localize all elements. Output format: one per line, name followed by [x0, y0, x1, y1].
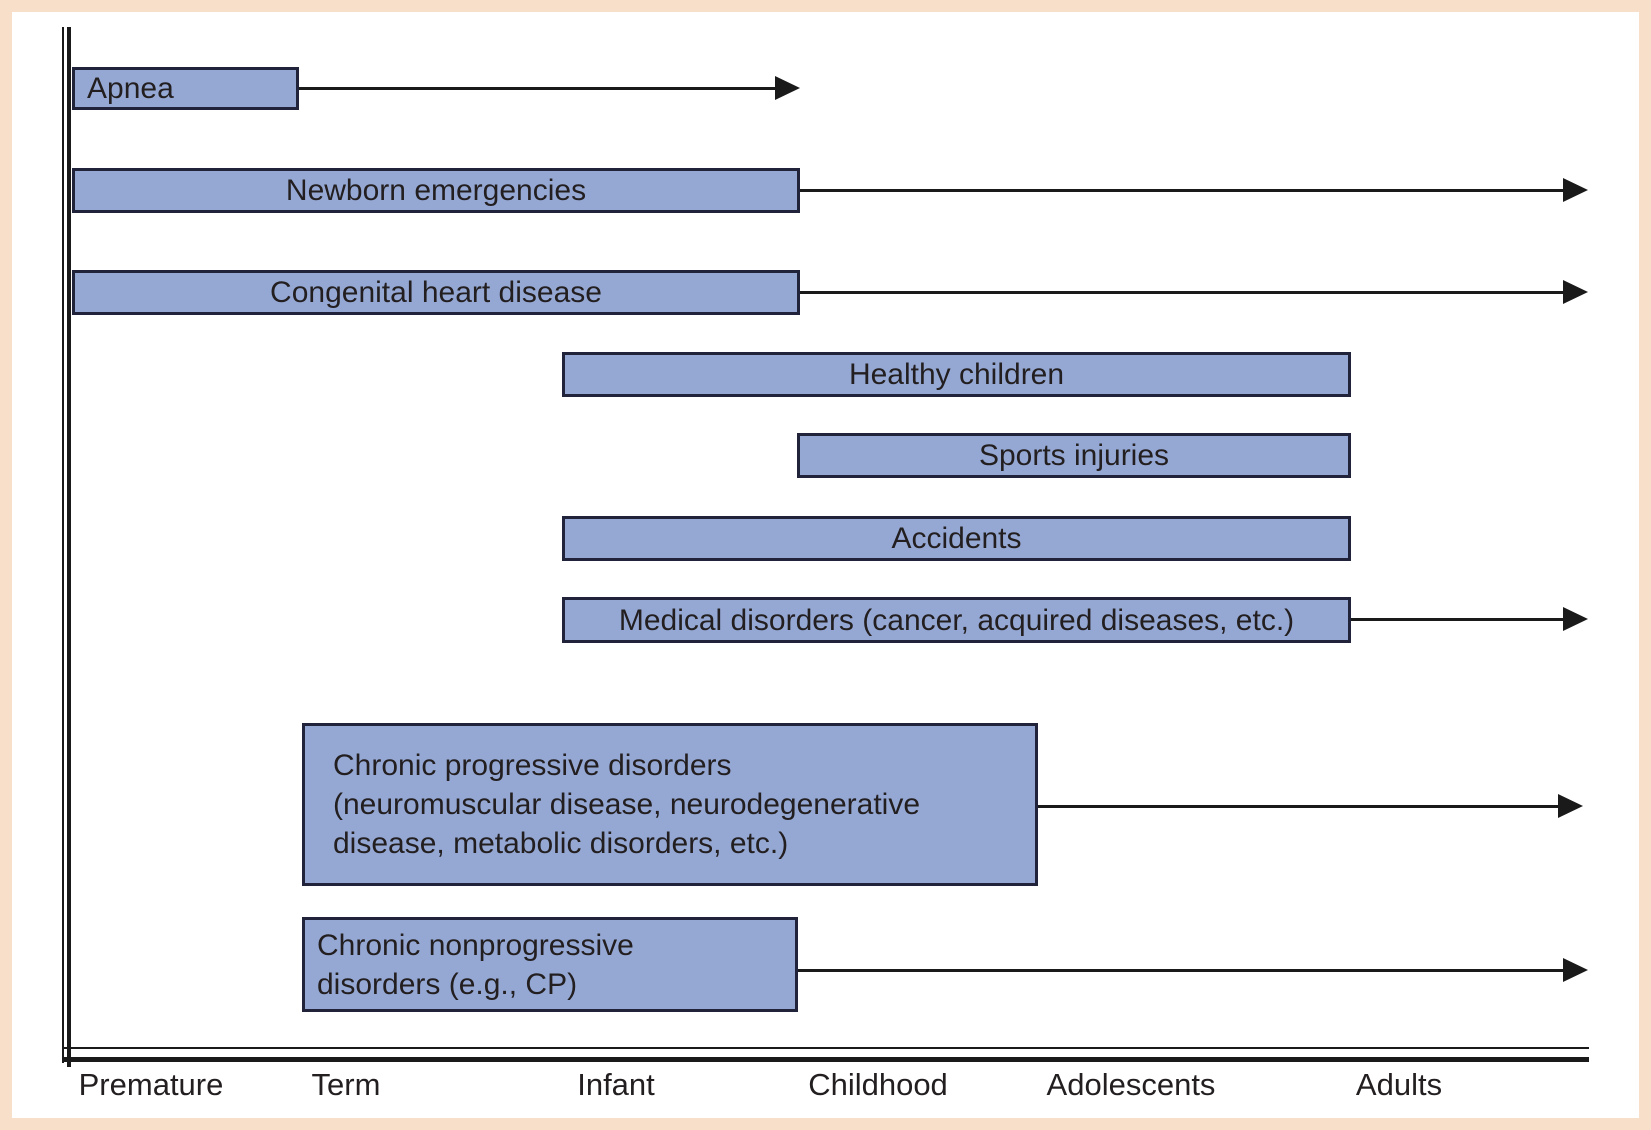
x-axis-thin-line	[62, 1047, 1589, 1049]
chronic-progressive-arrow	[1038, 794, 1583, 818]
medical-disorders-arrow	[1351, 607, 1588, 631]
bar-chronic-nonprogressive-disorders: Chronic nonprogressive disorders (e.g., …	[302, 917, 798, 1012]
x-axis-label-infant: Infant	[577, 1067, 655, 1102]
apnea-arrow	[298, 76, 800, 100]
bar-apnea: Apnea	[72, 67, 299, 110]
bar-apnea-label: Apnea	[87, 72, 174, 105]
newborn-emergencies-arrow	[800, 178, 1588, 202]
bar-sports-injuries: Sports injuries	[797, 433, 1351, 478]
bar-chronic-progressive-line-3: disease, metabolic disorders, etc.)	[333, 827, 789, 860]
bar-congenital-heart-disease-label: Congenital heart disease	[270, 276, 602, 309]
bar-chronic-progressive-line-1: Chronic progressive disorders	[333, 749, 732, 782]
congenital-heart-disease-arrow	[800, 280, 1588, 304]
bar-chronic-nonprogressive-line-2: disorders (e.g., CP)	[317, 967, 578, 1001]
bar-medical-disorders-label: Medical disorders (cancer, acquired dise…	[618, 603, 1295, 637]
bar-healthy-children: Healthy children	[562, 352, 1351, 397]
x-axis-label-adults: Adults	[1355, 1067, 1443, 1102]
bar-healthy-children-label: Healthy children	[848, 358, 1065, 391]
bar-chronic-progressive-line-2: (neuromuscular disease, neurodegenerativ…	[333, 788, 921, 821]
x-axis-label-premature: Premature	[78, 1067, 224, 1102]
x-axis-label-adolescents: Adolescents	[1046, 1067, 1216, 1102]
y-axis-thick-line	[67, 27, 71, 1067]
bar-chronic-progressive-disorders: Chronic progressive disorders (neuromusc…	[302, 723, 1038, 886]
bar-newborn-emergencies-label: Newborn emergencies	[285, 174, 587, 207]
chronic-nonprogressive-arrow	[798, 958, 1588, 982]
bar-chronic-nonprogressive-line-1: Chronic nonprogressive	[317, 928, 634, 962]
x-axis-label-term: Term	[311, 1067, 381, 1102]
x-axis-label-childhood: Childhood	[808, 1067, 948, 1102]
bar-accidents: Accidents	[562, 516, 1351, 561]
bar-sports-injuries-label: Sports injuries	[978, 439, 1170, 472]
x-axis-thick-line	[62, 1057, 1589, 1062]
y-axis-thin-line	[62, 27, 64, 1063]
bar-newborn-emergencies: Newborn emergencies	[72, 168, 800, 213]
bar-congenital-heart-disease: Congenital heart disease	[72, 270, 800, 315]
bar-accidents-label: Accidents	[891, 522, 1022, 555]
bar-medical-disorders: Medical disorders (cancer, acquired dise…	[562, 597, 1351, 643]
